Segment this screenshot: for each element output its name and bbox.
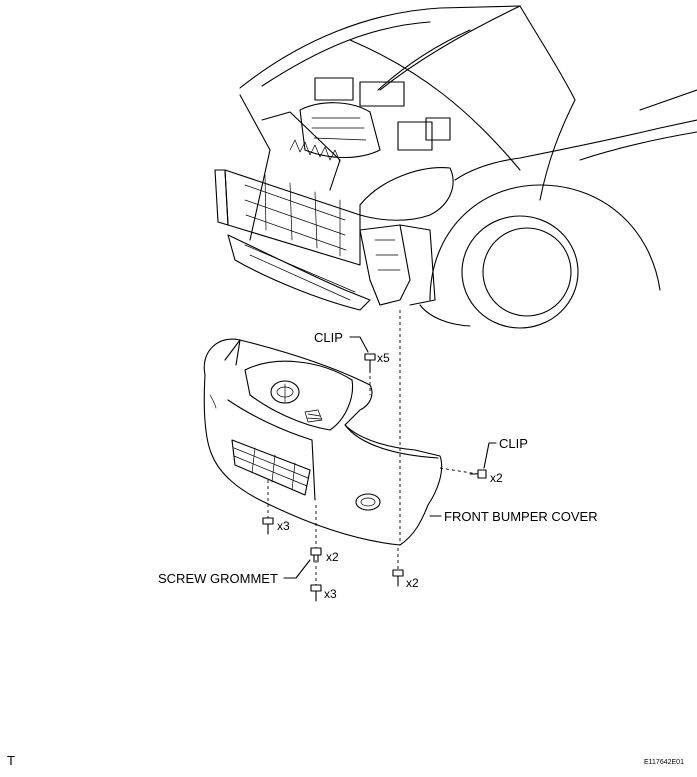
side-bracket <box>359 224 411 306</box>
leader-lines <box>283 336 497 579</box>
hood-inner <box>261 21 431 87</box>
engine-cover <box>299 102 381 158</box>
bumper-left-mark <box>209 394 217 409</box>
a-pillar <box>349 39 521 171</box>
fog-lamp <box>355 493 381 511</box>
headlamp <box>359 167 454 221</box>
screw-center-icon <box>310 584 322 602</box>
screw-right-icon <box>392 569 404 587</box>
label-front-bumper-cover: FRONT BUMPER COVER <box>444 509 598 524</box>
clip-right-icon <box>469 469 487 479</box>
bumper-crease <box>227 399 313 441</box>
clip-top-icon <box>364 353 376 373</box>
engine-detail <box>311 117 367 141</box>
body-line <box>579 131 697 161</box>
bumper-right-crease <box>344 424 439 459</box>
qty-clip-right: x2 <box>490 471 503 485</box>
frame-verticals <box>264 174 341 257</box>
lower-grille-slats <box>233 447 309 491</box>
bumper-left-fin <box>224 339 241 366</box>
hood-edge <box>377 29 471 91</box>
tire <box>461 215 579 329</box>
windshield-base <box>539 99 576 201</box>
toyota-emblem <box>270 380 300 404</box>
lower-grille <box>231 439 311 496</box>
leader-screw-grommet <box>283 559 311 579</box>
arch-lower <box>419 304 471 327</box>
body-line-upper <box>639 89 697 111</box>
label-clip-top: CLIP <box>314 330 343 345</box>
leader-clip-right <box>483 442 497 469</box>
wheel-rim <box>482 227 572 317</box>
dash-clip-right <box>439 467 479 475</box>
fasteners <box>262 353 487 602</box>
frame-upper <box>261 111 341 191</box>
engine-block-3 <box>425 117 451 141</box>
front-bumper-cover-drawing <box>203 338 443 546</box>
lower-undercover <box>227 234 371 311</box>
bracket-details <box>374 239 401 271</box>
qty-screw-center: x3 <box>324 587 337 601</box>
undercover-ribs <box>244 244 356 301</box>
footer-left-mark: T <box>7 753 15 768</box>
engine-block-2 <box>359 81 405 107</box>
alignment-lines <box>267 310 479 585</box>
battery <box>397 121 433 151</box>
upper-grille <box>244 360 354 431</box>
vehicle-front <box>214 5 697 329</box>
label-screw-grommet: SCREW GROMMET <box>158 571 278 586</box>
figure-code: E117642E01 <box>644 759 684 766</box>
frame-left-end <box>214 169 229 226</box>
bumper-center-line <box>311 439 316 501</box>
qty-screw-right: x2 <box>406 576 419 590</box>
fender-liner <box>399 224 436 306</box>
screw-left-icon <box>262 517 274 535</box>
frame-ribs <box>244 184 347 251</box>
label-clip-right: CLIP <box>499 436 528 451</box>
wheel-arch <box>429 184 661 301</box>
fender-top <box>454 119 697 181</box>
leader-clip-top <box>349 336 369 353</box>
engine-block-1 <box>314 77 354 101</box>
screw-grommet-icon <box>310 547 322 563</box>
qty-clip-top: x5 <box>377 351 390 365</box>
frame-upright-left <box>239 94 271 241</box>
qty-screw-left: x3 <box>277 519 290 533</box>
bumper-outline <box>203 338 443 546</box>
grille-mesh <box>304 409 323 423</box>
fog-lamp-inner <box>360 497 376 507</box>
hood-outer <box>239 5 521 91</box>
qty-grommet: x2 <box>326 550 339 564</box>
roof-edge <box>519 5 576 101</box>
frame-teeth <box>289 139 341 163</box>
